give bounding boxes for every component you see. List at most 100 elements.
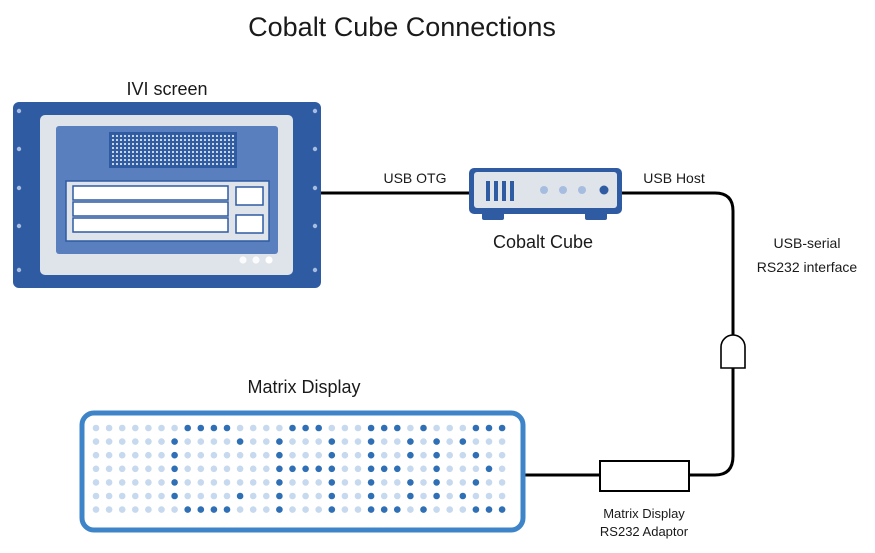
ivi-button: [235, 214, 264, 234]
matrix-dot: [276, 424, 283, 432]
matrix-dot: [92, 438, 100, 445]
matrix-dot: [446, 451, 454, 459]
matrix-dot-lit: [407, 492, 414, 500]
matrix-dot: [210, 492, 218, 500]
matrix-dot-lit: [394, 465, 401, 473]
matrix-dot: [420, 479, 427, 486]
ivi-screw: [312, 267, 318, 273]
ivi-dot: [127, 162, 131, 166]
matrix-dot: [433, 506, 440, 513]
matrix-dot: [485, 438, 493, 445]
matrix-dot: [315, 492, 323, 500]
ivi-dot: [151, 150, 155, 154]
matrix-dot: [328, 424, 336, 432]
ivi-dot: [135, 138, 139, 142]
matrix-dot: [498, 492, 506, 500]
ivi-dot: [155, 150, 159, 154]
matrix-dot: [132, 506, 139, 513]
ivi-dot: [147, 134, 151, 138]
ivi-dot: [183, 150, 187, 154]
serial-cable: [690, 362, 735, 477]
matrix-dot: [92, 451, 100, 459]
matrix-dot-lit: [433, 438, 440, 445]
matrix-dot: [485, 479, 493, 486]
ivi-screw: [312, 108, 318, 114]
ivi-dot: [207, 134, 211, 138]
ivi-dot: [219, 134, 223, 138]
ivi-dot: [231, 146, 235, 150]
ivi-dot: [123, 162, 127, 166]
matrix-dot: [249, 438, 257, 445]
ivi-dot: [219, 142, 223, 146]
matrix-dot: [394, 438, 401, 445]
matrix-dot: [472, 438, 480, 445]
ivi-dot: [183, 146, 187, 150]
matrix-dot: [92, 506, 100, 513]
ivi-dot: [151, 146, 155, 150]
matrix-dot: [354, 438, 362, 445]
ivi-dot: [215, 158, 219, 162]
ivi-dot: [127, 150, 131, 154]
ivi-dot: [207, 154, 211, 158]
ivi-dot: [191, 146, 195, 150]
ivi-dot: [111, 138, 115, 142]
ivi-dot: [131, 134, 135, 138]
matrix-dot: [302, 506, 309, 513]
matrix-dot: [341, 438, 349, 445]
matrix-dot: [446, 492, 454, 500]
matrix-dot: [354, 492, 362, 500]
matrix-dot: [485, 451, 493, 459]
ivi-dot: [127, 142, 131, 146]
matrix-dot-lit: [171, 451, 178, 459]
ivi-dot: [175, 158, 179, 162]
matrix-dot-lit: [472, 479, 480, 486]
ivi-screw: [16, 223, 22, 229]
ivi-dot: [171, 134, 175, 138]
ivi-dot: [167, 138, 171, 142]
matrix-dot-lit: [433, 492, 440, 500]
ivi-dot: [167, 134, 171, 138]
ivi-dot: [175, 146, 179, 150]
matrix-dot-lit: [328, 479, 336, 486]
ivi-dot: [191, 154, 195, 158]
matrix-dot: [446, 424, 454, 432]
ivi-dot: [123, 142, 127, 146]
matrix-dot-lit: [302, 465, 309, 473]
ivi-dot: [119, 158, 123, 162]
matrix-dot: [249, 451, 257, 459]
matrix-dot-lit: [380, 506, 388, 513]
ivi-dot: [151, 134, 155, 138]
matrix-dot-lit: [367, 424, 375, 432]
ivi-dot: [159, 150, 163, 154]
matrix-dot: [380, 492, 388, 500]
rs232-adaptor: [599, 460, 690, 492]
matrix-dot: [158, 506, 165, 513]
ivi-dot: [183, 134, 187, 138]
matrix-display-label: Matrix Display: [247, 377, 360, 397]
matrix-dot: [236, 465, 244, 473]
ivi-dot-strip: [109, 132, 237, 168]
matrix-dot: [132, 492, 139, 500]
ivi-dot: [195, 146, 199, 150]
ivi-dot: [183, 154, 187, 158]
matrix-dot: [446, 465, 454, 473]
ivi-dot: [127, 134, 131, 138]
matrix-dot: [498, 479, 506, 486]
ivi-dot: [199, 142, 203, 146]
ivi-dot: [215, 134, 219, 138]
matrix-dot: [118, 438, 126, 445]
ivi-dot: [111, 154, 115, 158]
matrix-dot: [92, 424, 100, 432]
matrix-dot: [223, 479, 231, 486]
ivi-dot: [187, 150, 191, 154]
matrix-dot: [249, 492, 257, 500]
matrix-dot: [197, 479, 205, 486]
ivi-dot: [135, 162, 139, 166]
matrix-dot: [145, 479, 152, 486]
cube-led: [540, 186, 548, 194]
ivi-dot: [163, 158, 167, 162]
ivi-dot: [147, 138, 151, 142]
matrix-dot: [145, 451, 152, 459]
ivi-dot: [195, 158, 199, 162]
